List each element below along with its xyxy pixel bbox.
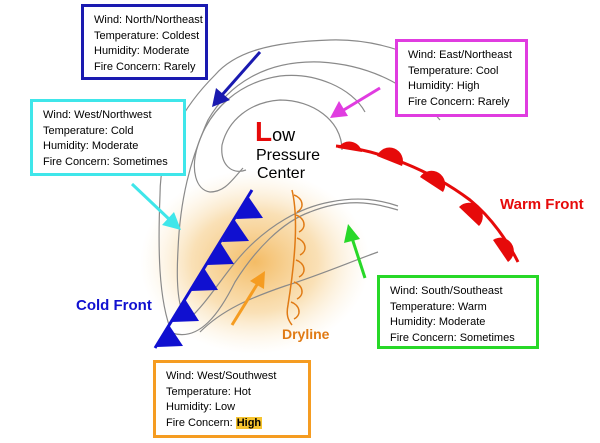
box-west-conditions: Wind: West/Northwest Temperature: Cold H… (30, 99, 186, 176)
wind-arrow-west (130, 182, 181, 230)
west-wind: Wind: West/Northwest (43, 109, 152, 121)
east-humidity: Humidity: High (408, 80, 480, 92)
low-rest: ow (272, 125, 296, 145)
southwest-wind: Wind: West/Southwest (166, 370, 277, 382)
south-humidity: Humidity: Moderate (390, 316, 486, 328)
north-wind: Wind: North/Northeast (94, 14, 203, 26)
low-pressure-label: Low (255, 116, 295, 148)
north-temperature: Temperature: Coldest (94, 29, 200, 42)
southwest-fire-concern: Fire Concern: High (166, 416, 300, 432)
isobar-third (193, 74, 366, 193)
southwest-fire-prefix: Fire Concern: (166, 416, 236, 429)
wind-arrow-southwest (230, 271, 265, 326)
box-southwest-conditions: Wind: West/Southwest Temperature: Hot Hu… (153, 360, 311, 438)
dryline (286, 189, 306, 326)
low-initial: L (255, 116, 273, 147)
isobar-lower (199, 251, 379, 333)
warm-front-label: Warm Front (500, 196, 584, 213)
wind-arrow-east (330, 86, 381, 118)
east-wind: Wind: East/Northeast (408, 49, 512, 61)
north-fire-concern: Fire Concern: Rarely (94, 60, 196, 73)
southwest-temperature: Temperature: Hot (166, 385, 251, 398)
box-north-conditions: Wind: North/Northeast Temperature: Colde… (81, 4, 208, 80)
west-humidity: Humidity: Moderate (43, 140, 139, 152)
south-temperature: Temperature: Warm (390, 300, 487, 313)
isobar-outer (158, 39, 479, 336)
warm-front (335, 141, 520, 263)
wind-arrow-south (344, 224, 367, 279)
isobar-inner (221, 99, 343, 172)
southwest-humidity: Humidity: Low (166, 401, 236, 413)
cold-front-label: Cold Front (76, 297, 152, 314)
south-fire-concern: Fire Concern: Sometimes (390, 331, 515, 344)
wind-arrow-north (212, 51, 262, 107)
isobar-second (176, 61, 441, 321)
south-wind: Wind: South/Southeast (390, 285, 503, 297)
west-fire-concern: Fire Concern: Sometimes (43, 155, 168, 168)
west-temperature: Temperature: Cold (43, 124, 134, 137)
east-temperature: Temperature: Cool (408, 64, 499, 77)
box-south-conditions: Wind: South/Southeast Temperature: Warm … (377, 275, 539, 349)
cold-front (153, 189, 263, 349)
dryline-label: Dryline (282, 326, 330, 342)
fire-concern-high-badge: High (235, 416, 263, 429)
pressure-label: Pressure (256, 147, 321, 164)
dry-air-shading (140, 170, 370, 354)
box-east-conditions: Wind: East/Northeast Temperature: Cool H… (395, 39, 528, 117)
east-fire-concern: Fire Concern: Rarely (408, 95, 510, 108)
north-humidity: Humidity: Moderate (94, 45, 190, 57)
center-label: Center (257, 165, 306, 182)
